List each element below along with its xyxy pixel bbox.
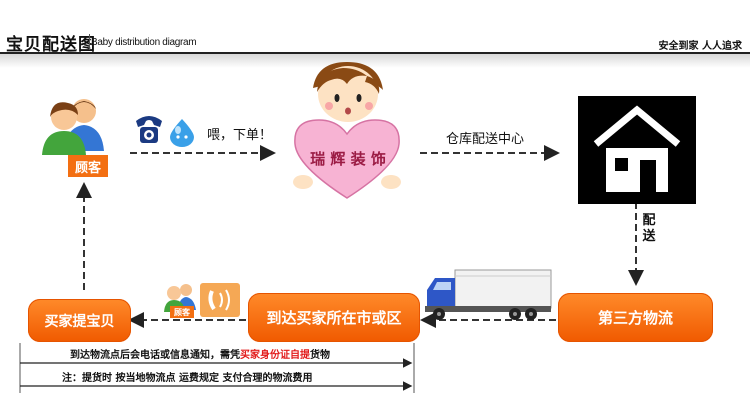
phone-call-icon: [200, 283, 240, 317]
telephone-icon: [132, 113, 166, 147]
pickup-notice-id-required: 买家身份证自提: [240, 350, 310, 361]
delivery-label-2: 送: [641, 229, 657, 245]
warehouse-house-icon: [578, 96, 696, 204]
water-drop-mascot-icon: [168, 118, 196, 148]
shop-name-label: 瑞 辉 装 饰: [305, 148, 391, 169]
delivery-label-1: 配: [641, 213, 657, 229]
customer-label: 顾客: [68, 155, 108, 177]
order-call-text: 喂，下单！: [207, 124, 272, 143]
warehouse-label: 仓库配送中心: [446, 128, 524, 147]
buyer-pickup-box: 买家提宝贝: [28, 299, 131, 342]
pickup-notice-part-1: 到达物流点后会电话或信息通知，需凭: [70, 350, 240, 361]
third-party-logistics-box: 第三方物流: [558, 293, 713, 342]
delivery-truck-icon: [425, 266, 553, 322]
shop-heart-mascot: [287, 58, 407, 206]
pickup-notice-part-2: 货物: [310, 350, 330, 361]
pickup-notice-text: 到达物流点后会电话或信息通知，需凭买家身份证自提货物: [70, 346, 330, 361]
freight-fee-note: 注：提货时 按当地物流点 运费规定 支付合理的物流费用: [62, 369, 312, 384]
customer-avatars-icon: [38, 95, 108, 155]
arrive-city-box: 到达买家所在市或区: [248, 293, 420, 342]
small-customer-label: 顾客: [170, 306, 194, 318]
